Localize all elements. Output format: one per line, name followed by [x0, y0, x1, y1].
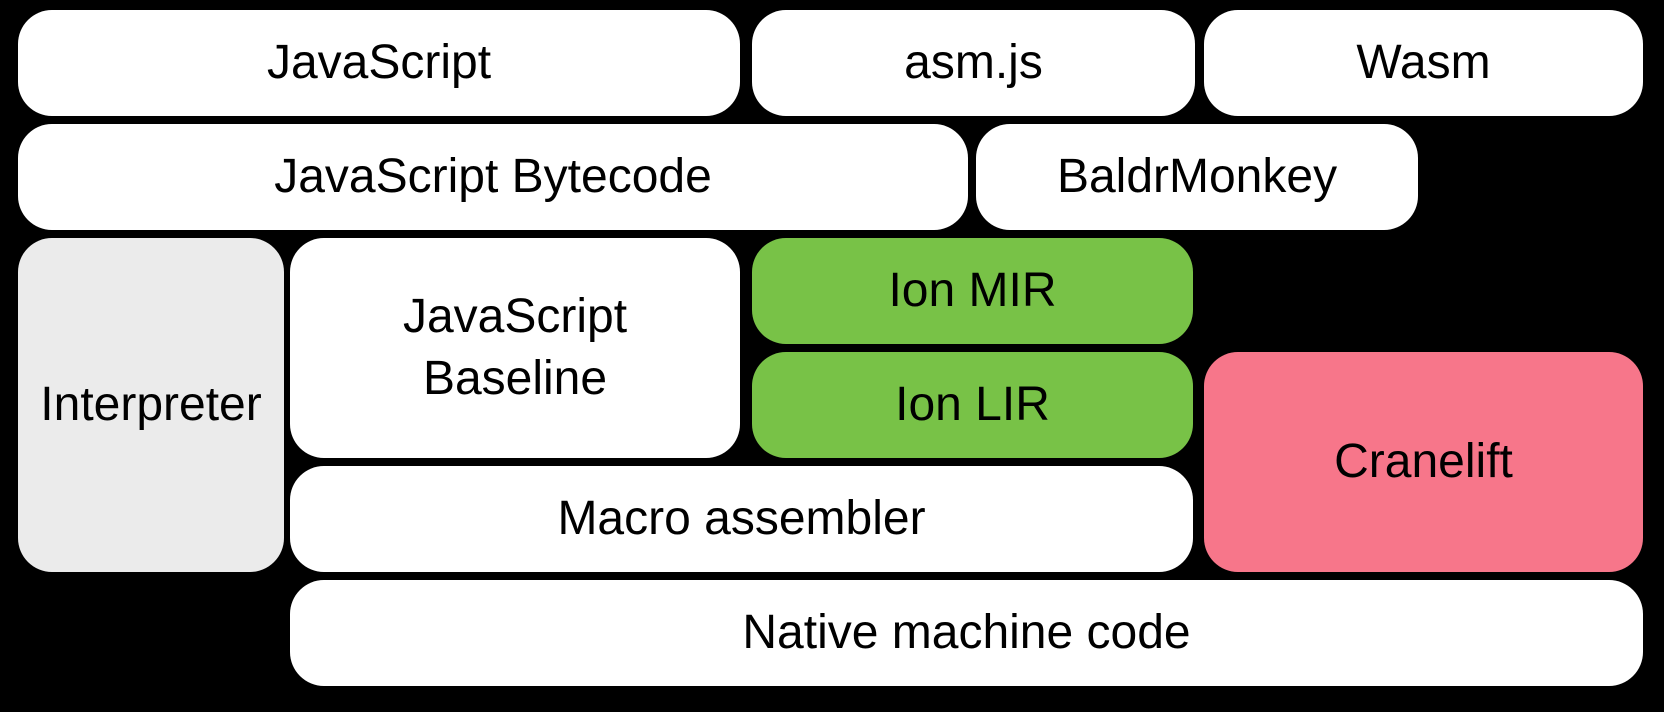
box-baldrmonkey: BaldrMonkey [976, 124, 1418, 230]
box-asmjs-label: asm.js [904, 35, 1043, 89]
box-cranelift: Cranelift [1204, 352, 1643, 572]
box-baldrmonkey-label: BaldrMonkey [1056, 149, 1338, 203]
box-ion-mir-label: Ion MIR [888, 263, 1057, 317]
box-wasm: Wasm [1204, 10, 1643, 116]
box-ion-mir: Ion MIR [752, 238, 1193, 344]
box-native-machine-code-label: Native machine code [742, 605, 1191, 659]
box-js-bytecode-label: JavaScript Bytecode [274, 149, 712, 203]
box-ion-lir-label: Ion LIR [895, 377, 1050, 431]
box-ion-lir: Ion LIR [752, 352, 1193, 458]
box-js-baseline: JavaScript Baseline [290, 238, 740, 458]
box-wasm-label: Wasm [1356, 35, 1491, 89]
box-interpreter: Interpreter [18, 238, 284, 572]
box-asmjs: asm.js [752, 10, 1195, 116]
box-javascript-label: JavaScript [266, 35, 492, 89]
box-cranelift-label: Cranelift [1334, 434, 1513, 488]
box-interpreter-label: Interpreter [40, 377, 262, 431]
box-macro-assembler-label: Macro assembler [557, 491, 926, 545]
box-javascript: JavaScript [18, 10, 740, 116]
box-js-baseline-label-line2: Baseline [422, 352, 608, 405]
box-js-baseline-label-line1: JavaScript [402, 289, 628, 343]
box-native-machine-code: Native machine code [290, 580, 1643, 686]
box-macro-assembler: Macro assembler [290, 466, 1193, 572]
box-js-bytecode: JavaScript Bytecode [18, 124, 968, 230]
